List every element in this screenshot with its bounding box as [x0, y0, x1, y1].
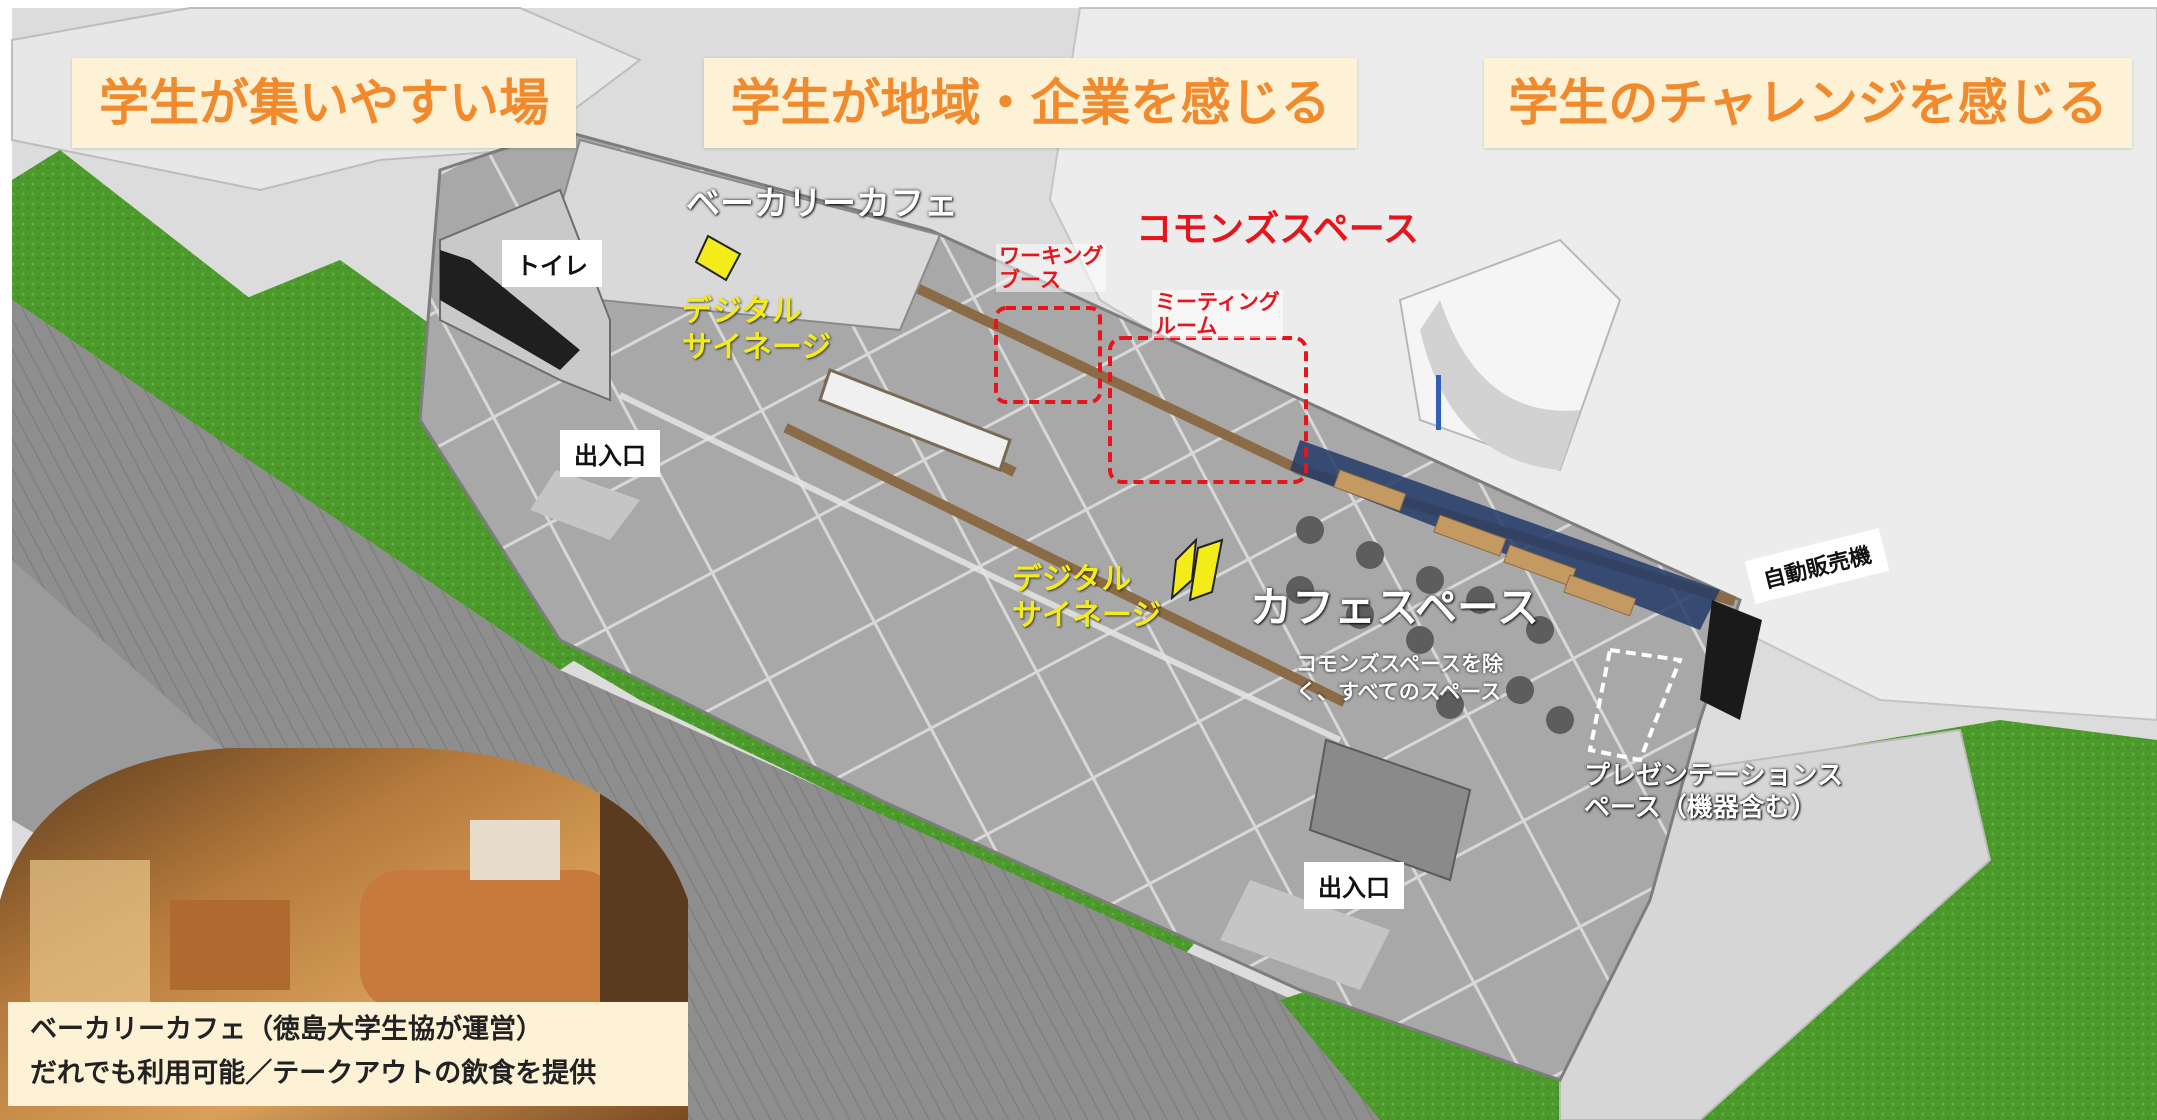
- label-toilet: トイレ: [502, 240, 602, 287]
- digital-signage-2a-icon: [1170, 537, 1198, 601]
- digital-signage-1-icon: [694, 234, 742, 282]
- label-meeting-room: ミーティング ルーム: [1152, 290, 1283, 338]
- cafe-tables: [1286, 516, 1574, 734]
- label-entrance-1: 出入口: [560, 430, 660, 477]
- working-booth-outline: [994, 306, 1102, 404]
- digital-signage-2b-icon: [1188, 538, 1224, 602]
- banner-feel-challenge: 学生のチャレンジを感じる: [1484, 58, 2132, 148]
- meeting-room-outline: [1108, 336, 1308, 484]
- toilet-dark-wall: [440, 250, 580, 370]
- label-entrance-2: 出入口: [1304, 862, 1404, 909]
- glass-walls: [618, 392, 1342, 743]
- banner-feel-community: 学生が地域・企業を感じる: [704, 58, 1357, 148]
- entrance-2-opening: [1308, 738, 1472, 882]
- blue-marker: [1436, 375, 1441, 430]
- label-cafe-space: カフェスペース: [1250, 583, 1539, 632]
- caption-line-1: ベーカリーカフェ（徳島大学生協が運営）: [30, 1014, 543, 1045]
- vending-machine: [1700, 600, 1762, 720]
- label-commons-space: コモンズスペース: [1136, 209, 1419, 250]
- wood-tables: [1333, 469, 1637, 617]
- label-bakery-cafe: ベーカリーカフェ: [686, 184, 958, 224]
- window-strip: [1290, 440, 1720, 630]
- label-presentation-space: プレゼンテーションス ペース（機器含む）: [1584, 761, 1843, 823]
- banner-gathering-place: 学生が集いやすい場: [72, 58, 576, 148]
- label-cafe-space-note: コモンズスペースを除 く、すべてのスペース: [1296, 652, 1504, 704]
- presentation-outline: [1587, 647, 1683, 763]
- bakery-caption: ベーカリーカフェ（徳島大学生協が運営） だれでも利用可能／テークアウトの飲食を提…: [8, 1002, 688, 1106]
- long-counter: [818, 368, 1012, 472]
- entrance-2-steps: [1220, 880, 1390, 990]
- label-digital-signage-1: デジタル サイネージ: [682, 294, 832, 365]
- building-arch: [1420, 300, 1580, 470]
- label-working-booth: ワーキング ブース: [996, 244, 1107, 292]
- label-digital-signage-2: デジタル サイネージ: [1012, 562, 1162, 633]
- entrance-1-steps: [530, 470, 640, 540]
- caption-line-2: だれでも利用可能／テークアウトの飲食を提供: [30, 1058, 597, 1089]
